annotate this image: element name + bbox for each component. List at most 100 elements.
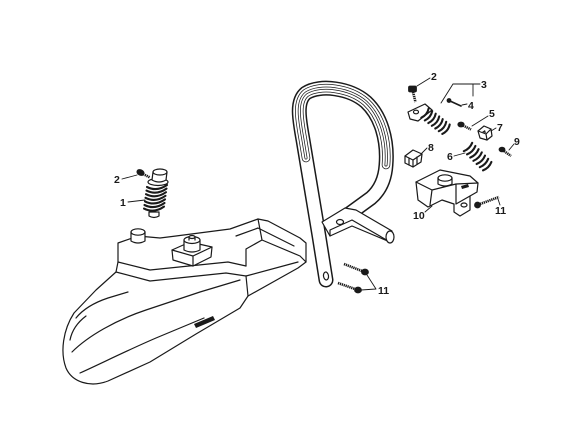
spring-coil [437,120,448,133]
right-spring [462,141,493,172]
bottom-screw-lower-head [354,286,362,294]
callout-item-5: 5 [489,108,495,120]
handlebar-mount-hole [335,218,345,226]
clip-edge [477,128,492,141]
handlebar-mount-end [385,230,395,244]
spring-coil [478,157,490,169]
buffer-ridges [404,153,423,168]
spring-coil [441,123,451,135]
leader-item-5 [471,115,489,127]
leader-item-7 [490,127,497,132]
callout-top-screw: 2 [431,71,437,83]
clip [477,125,493,141]
handlebar-grip-center-rib-fill [298,87,388,166]
spring-coil [472,151,483,162]
callout-item-4: 4 [468,100,474,112]
right-long-screw-head [474,201,481,209]
callout-item-6: 6 [447,151,453,163]
spring-coil [142,205,166,212]
left-screw-shaft [142,172,151,179]
bracket-10-slot [461,184,469,189]
top-screw-shaft [411,91,417,103]
pin-shaft [449,100,462,107]
damper-bottom-plug [148,211,160,219]
callout-item-8: 8 [428,142,434,154]
left-screw-head [136,169,145,176]
callout-left-damper: 1 [120,197,126,209]
housing-nose-curve [69,315,87,341]
callout-group-3: 3 [481,79,487,91]
top-screw-head [408,85,417,93]
bottom-screw-lower-shaft [337,281,356,291]
bottom-screws [337,262,369,294]
small-screw [457,121,472,131]
callout-labels: 2 1 2 3 4 5 7 8 6 9 10 11 11 [114,71,520,297]
leader-left-damper [127,199,146,203]
oil-cap-knob-stem [188,236,196,241]
spring-coil [430,115,441,127]
bracket-10-hole [460,202,468,208]
housing-rear-handle-step [245,239,263,267]
bracket-plate-hole [412,109,420,115]
spring-coil [481,160,493,172]
pin-head [446,98,452,103]
spring-coil [145,187,168,194]
handlebar-leg-slot [322,271,330,281]
housing-outline [62,218,307,385]
spring-coil [143,198,167,205]
handlebar [291,80,395,288]
housing-side-groove [71,279,241,353]
bracket-10 [415,169,479,217]
leader-item-6 [453,152,466,157]
spring-coil [423,109,434,122]
logo-badge [194,316,215,328]
leader-lines [121,77,515,291]
clip-notch [482,130,486,133]
small-screw-head [457,121,465,128]
bracket-spring-assembly [407,103,451,135]
screw-9-head [498,146,506,153]
bottom-screw-upper-head [361,268,369,276]
small-screw-shaft [462,124,472,131]
top-screw [408,85,417,103]
buffer [404,149,423,168]
left-screw [136,169,151,179]
housing-rear-handle-channel [235,227,295,247]
screw-9-shaft [503,149,512,158]
spring-coil [420,107,430,119]
leader-item-4 [461,103,468,106]
callout-right-screw: 11 [495,205,506,217]
right-long-screw-shaft [479,195,500,206]
leader-bottom-screws [360,274,377,291]
bottom-screw-upper-shaft [343,262,363,273]
spring-coil [434,118,444,130]
spring-coil [143,201,166,209]
oil-cap-base-edge [171,246,213,267]
damper-plug-top [152,168,168,176]
housing-top-edge [117,261,247,271]
leader-right-screw [497,198,501,206]
left-damper [142,168,169,219]
housing-rear-vertical [245,275,249,297]
callout-item-7: 7 [497,122,503,134]
leader-group-3 [440,83,481,104]
bracket-10-edges [415,181,479,206]
spring-coil [144,191,168,198]
leader-left-screw [121,174,138,180]
callout-left-screw: 2 [114,174,120,186]
spring-coil [145,183,169,191]
pin [446,98,462,107]
oil-cap-knob [188,234,196,240]
right-long-screw [474,195,500,209]
spring-coil [465,144,477,156]
spring-coil [144,194,167,201]
callout-item-10: 10 [413,210,425,222]
housing [62,218,307,385]
callout-item-9: 9 [514,136,520,148]
spring-coil [462,141,474,153]
leader-top-screw [416,77,431,87]
bracket-10-boss-top [437,174,453,182]
callout-bottom-screws: 11 [378,285,389,297]
spring-coil [427,112,437,125]
